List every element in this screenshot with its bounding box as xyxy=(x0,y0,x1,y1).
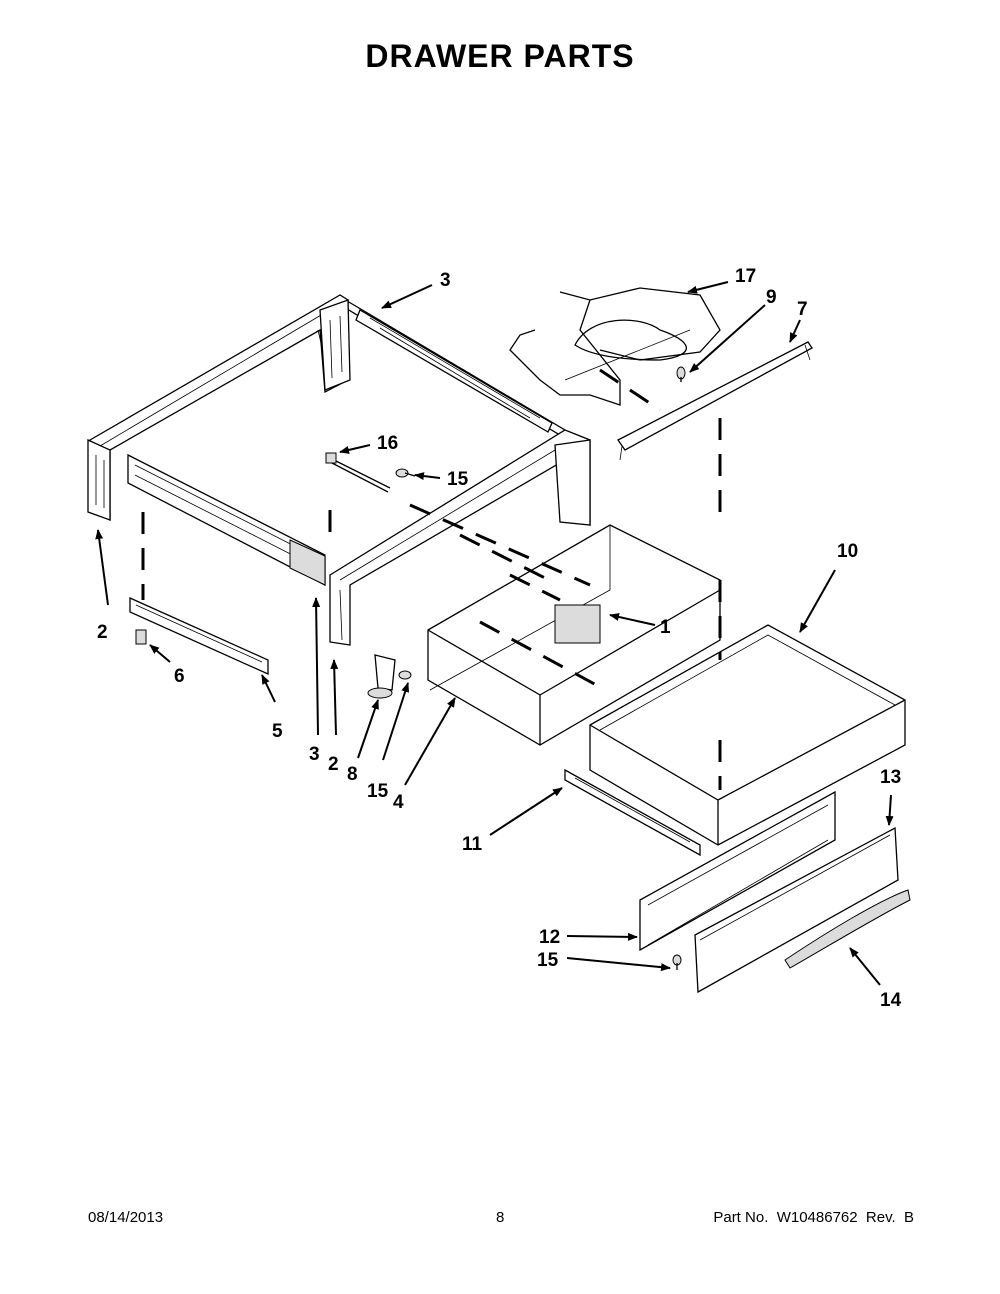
callout-label: 1 xyxy=(660,617,671,638)
callout-label: 6 xyxy=(174,666,185,687)
slide-rail-left xyxy=(129,596,269,676)
callout-label: 14 xyxy=(880,990,902,1011)
callout-label: 5 xyxy=(272,721,283,742)
callout-label: 10 xyxy=(837,541,858,562)
callout-label: 12 xyxy=(539,927,560,948)
callout-label: 4 xyxy=(393,792,404,813)
callout-label: 2 xyxy=(97,622,108,643)
footer-page-number: 8 xyxy=(496,1209,505,1226)
left-side-frame xyxy=(87,294,351,522)
callout-label: 17 xyxy=(735,266,756,287)
right-side-frame xyxy=(329,429,591,646)
leveling-leg xyxy=(367,654,396,699)
callout-label: 15 xyxy=(447,469,469,490)
callout-label: 2 xyxy=(328,754,339,775)
callout-label: 9 xyxy=(766,287,777,308)
leader-arrows xyxy=(95,281,894,986)
drawer-outer-panel xyxy=(694,826,911,994)
callout-label: 13 xyxy=(880,767,901,788)
page-title: DRAWER PARTS xyxy=(365,38,635,74)
callout-label: 15 xyxy=(537,950,559,971)
sensor-probe xyxy=(325,452,391,493)
footer-part-number: Part No. W10486762 Rev. B xyxy=(713,1209,914,1226)
callout-label: 3 xyxy=(440,270,451,291)
callout-label: 3 xyxy=(309,744,320,765)
element-bracket xyxy=(617,341,813,461)
callout-label: 16 xyxy=(377,433,398,454)
drawer-housing xyxy=(427,524,721,746)
callout-label: 15 xyxy=(367,781,389,802)
callout-label: 8 xyxy=(347,764,358,785)
alignment-lines xyxy=(141,368,722,790)
screws xyxy=(395,366,686,970)
drawer-pan xyxy=(589,624,906,846)
callout-label: 7 xyxy=(797,299,808,320)
rear-frame-rail xyxy=(341,296,566,440)
slide-rail-right xyxy=(564,768,701,857)
callout-label: 11 xyxy=(462,834,483,855)
footer-date: 08/14/2013 xyxy=(88,1209,164,1226)
drawer-inner-panel xyxy=(639,790,836,952)
front-cross-rail xyxy=(127,453,326,587)
heating-element xyxy=(509,287,721,406)
callout-labels: 3 17 9 7 16 15 2 6 5 3 2 8 15 4 10 1 11 … xyxy=(97,266,902,1011)
